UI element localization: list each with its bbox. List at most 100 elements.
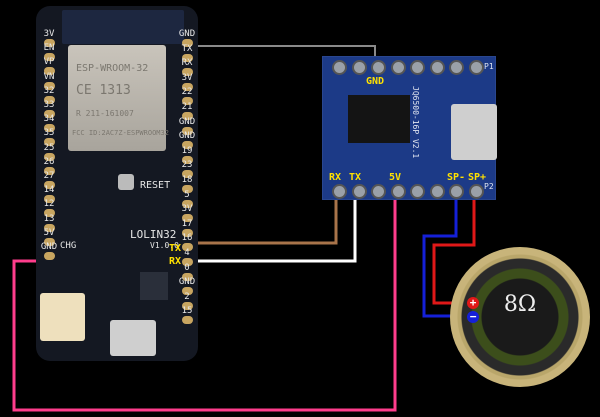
- esp32-micro-usb-port[interactable]: [110, 320, 156, 356]
- esp32-right-pin: [182, 126, 193, 135]
- esp32-right-pin: [182, 112, 193, 120]
- esp32-left-pin: [44, 67, 55, 76]
- esp32-left-pin: [44, 152, 55, 161]
- module-fcc: FCC ID:2AC7Z-ESPWROOM32: [72, 129, 169, 137]
- esp32-right-pin: [182, 214, 193, 223]
- mp3-bottom-pin: [351, 184, 367, 199]
- esp32-left-pin-label: 27: [43, 171, 55, 181]
- esp32-left-pin-label: 35: [43, 128, 55, 139]
- esp32-left-pin-label: EN: [43, 43, 55, 54]
- mp3-module-name: JQ6500-16P V2.1: [411, 86, 420, 159]
- esp32-left-pin-label: 14: [43, 185, 55, 196]
- chg-label: CHG: [60, 241, 77, 251]
- mp3-bottom-pin: [468, 184, 484, 199]
- esp32-left-pin: [44, 110, 55, 118]
- esp32-left-pin: [44, 237, 55, 246]
- esp32-left-pin: [44, 166, 55, 175]
- mp3-gnd-label: GND: [366, 76, 385, 87]
- esp-wroom-32-module: ESP-WROOM-32 CE 1313 R 211-161007 FCC ID…: [68, 45, 169, 151]
- esp32-right-pin: [182, 243, 193, 252]
- esp32-right-pin-label: 2: [184, 291, 190, 302]
- esp32-left-pin-label: 33: [43, 100, 55, 110]
- usb-serial-chip: [140, 272, 168, 300]
- p2-label: P2: [484, 182, 494, 191]
- module-ce: CE 1313: [76, 83, 131, 98]
- esp32-right-pin: [182, 141, 193, 150]
- reset-label: RESET: [140, 180, 171, 191]
- esp32-right-pin-label: 5: [184, 189, 190, 200]
- esp32-right-pin: [182, 287, 193, 296]
- esp32-right-pin-label: RX: [181, 58, 193, 69]
- esp32-right-pin-label: 17: [181, 218, 193, 229]
- sp-plus-wire: [432, 180, 476, 305]
- esp32-left-pin-label: 5V: [43, 227, 55, 238]
- mp3-top-pin: [449, 60, 464, 75]
- board-version: V1.0.0: [150, 241, 179, 250]
- esp32-right-pin: [182, 155, 193, 164]
- esp32-right-pin: [182, 228, 193, 237]
- esp32-left-pin-label: VP: [43, 57, 55, 68]
- mp3-bottom-pin: [449, 184, 464, 199]
- mp3-rx-label: RX: [329, 172, 342, 183]
- esp32-right-pin-label: 3V: [181, 72, 193, 83]
- speaker-impedance: 8Ω: [503, 292, 537, 317]
- esp32-left-pin: [44, 39, 55, 47]
- mp3-top-pin: [351, 60, 367, 75]
- esp32-left-pin-label: 13: [43, 213, 55, 224]
- mp3-top-pin: [332, 60, 347, 75]
- mp3-top-pin: [468, 60, 484, 75]
- esp32-right-pin-label: TX: [181, 43, 193, 54]
- esp32-right-pin-label: 21: [181, 102, 193, 112]
- mp3-sp-minus-label: SP-: [447, 172, 466, 183]
- tx-highlight-label: TX: [168, 243, 182, 254]
- esp32-right-pin: [182, 68, 193, 77]
- jq6500-micro-usb-port[interactable]: [451, 104, 497, 160]
- esp32-left-pin-label: 26: [43, 156, 55, 167]
- esp32-right-pin-label: GND: [178, 131, 196, 142]
- mp3-bottom-pin: [429, 184, 445, 199]
- esp32-left-pin: [44, 195, 55, 204]
- module-name: ESP-WROOM-32: [76, 63, 149, 74]
- esp32-right-pin: [182, 258, 193, 266]
- module-r-code: R 211-161007: [76, 109, 134, 118]
- esp32-left-pin: [44, 223, 55, 232]
- mp3-tx-label: TX: [349, 172, 362, 183]
- esp32-left-pin-label: 25: [43, 142, 55, 153]
- esp32-right-pin: [182, 53, 193, 62]
- battery-connector: [40, 293, 85, 341]
- sp-minus-wire: [422, 180, 470, 318]
- esp32-left-pin: [44, 81, 55, 90]
- esp32-left-pin: [44, 252, 55, 260]
- esp32-left-pin: [44, 95, 55, 104]
- esp32-right-pin-label: GND: [178, 116, 196, 127]
- esp32-right-pin: [182, 272, 193, 281]
- esp32-right-pin-label: 19: [181, 145, 193, 156]
- esp32-right-pin: [182, 97, 193, 106]
- esp32-left-pin-label: 32: [43, 85, 55, 96]
- mp3-top-pin: [371, 60, 386, 75]
- antenna-area: [62, 10, 184, 44]
- esp32-right-pin-label: 0: [184, 262, 190, 273]
- tx-rx-wire: [188, 182, 338, 245]
- mp3-bottom-pin: [410, 184, 425, 199]
- speaker-plus-terminal: +: [467, 297, 479, 309]
- p1-label: P1: [484, 62, 494, 71]
- board-name: LOLIN32: [130, 228, 177, 241]
- esp32-left-pin-label: VN: [43, 71, 55, 82]
- speaker-minus-terminal: −: [467, 311, 479, 323]
- esp32-right-pin-label: 16: [181, 233, 193, 244]
- esp32-left-pin: [44, 124, 55, 133]
- rx-highlight-label: RX: [168, 256, 182, 267]
- esp32-left-pin: [44, 53, 55, 62]
- esp32-left-pin: [44, 181, 55, 189]
- esp32-left-pin: [44, 209, 55, 218]
- reset-button[interactable]: [118, 174, 134, 190]
- mp3-top-pin: [410, 60, 425, 75]
- 5v-wire: [12, 182, 397, 412]
- esp32-left-pin-label: GND: [40, 242, 58, 252]
- esp32-right-pin: [182, 39, 193, 47]
- mp3-bottom-pin: [371, 184, 386, 199]
- mp3-5v-label: 5V: [389, 172, 402, 183]
- esp32-right-pin-label: GND: [178, 277, 196, 288]
